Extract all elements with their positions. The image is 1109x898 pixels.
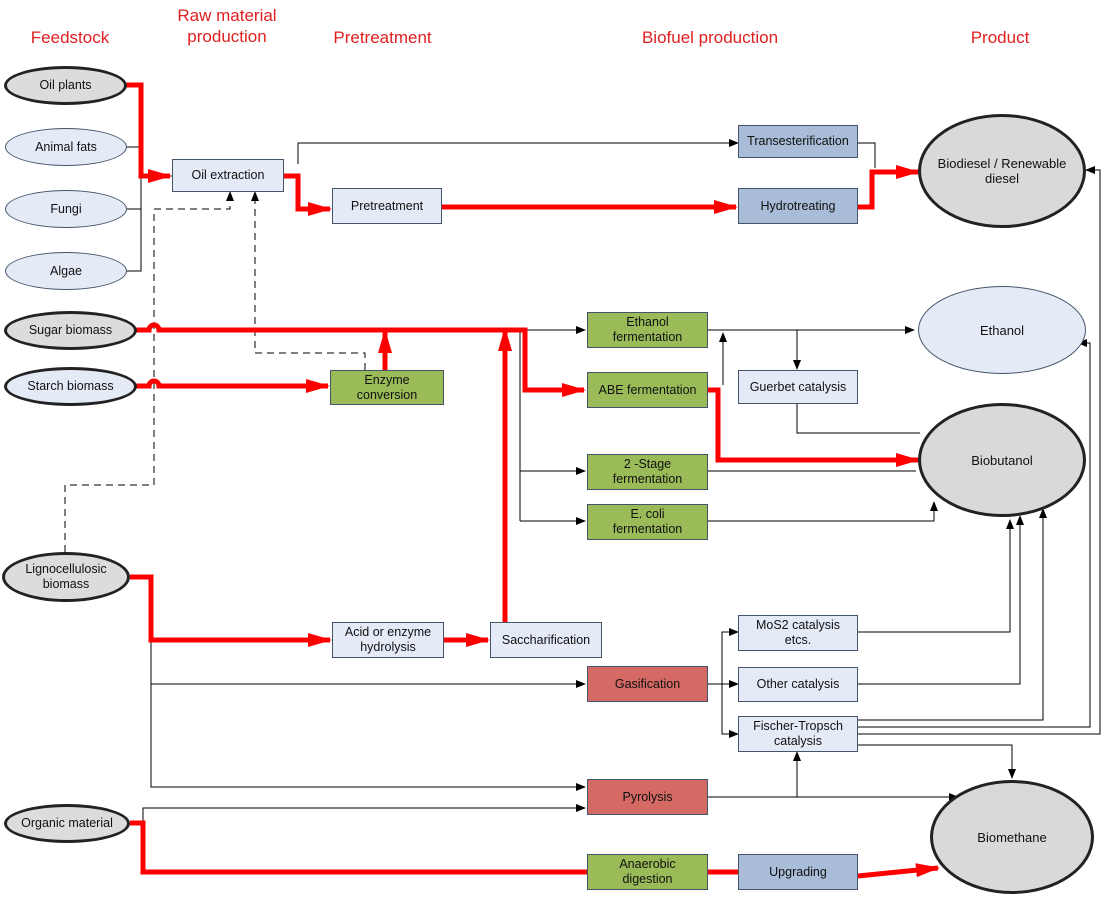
product-biomethane: Biomethane <box>930 780 1094 894</box>
feedstock-algae: Algae <box>5 252 127 290</box>
feedstock-oil-plants: Oil plants <box>4 66 127 105</box>
process-enzyme-conversion: Enzyme conversion <box>330 370 444 405</box>
process-upgrading: Upgrading <box>738 854 858 890</box>
thin-connectors <box>127 139 1101 823</box>
process-fischer-tropsch-catalysis: Fischer-Tropsch catalysis <box>738 716 858 752</box>
process-pyrolysis: Pyrolysis <box>587 779 708 815</box>
feedstock-sugar-biomass: Sugar biomass <box>4 311 137 350</box>
process-oil-extraction: Oil extraction <box>172 159 284 192</box>
feedstock-animal-fats: Animal fats <box>5 128 127 166</box>
process-gasification: Gasification <box>587 666 708 702</box>
process-hydrotreating: Hydrotreating <box>738 188 858 224</box>
process-two-stage-fermentation: 2 -Stage fermentation <box>587 454 708 490</box>
process-mos2-catalysis: MoS2 catalysis etcs. <box>738 615 858 651</box>
feedstock-organic-material: Organic material <box>4 804 130 843</box>
process-transesterification: Transesterification <box>738 125 858 158</box>
product-biodiesel: Biodiesel / Renewable diesel <box>918 114 1086 228</box>
process-other-catalysis: Other catalysis <box>738 667 858 702</box>
header-biofuel-production: Biofuel production <box>641 28 779 47</box>
header-feedstock: Feedstock <box>30 28 110 47</box>
process-ethanol-fermentation: Ethanol fermentation <box>587 312 708 348</box>
process-pretreatment: Pretreatment <box>332 188 442 224</box>
feedstock-lignocellulosic-biomass: Lignocellulosic biomass <box>2 552 130 602</box>
header-pretreatment: Pretreatment <box>333 28 432 47</box>
process-acid-enzyme-hydrolysis: Acid or enzyme hydrolysis <box>332 622 444 658</box>
header-raw-material: Raw material production <box>177 6 277 46</box>
process-ecoli-fermentation: E. coli fermentation <box>587 504 708 540</box>
feedstock-fungi: Fungi <box>5 190 127 228</box>
product-biobutanol: Biobutanol <box>918 403 1086 517</box>
dashed-connectors <box>64 191 366 552</box>
process-guerbet-catalysis: Guerbet catalysis <box>738 370 858 404</box>
process-saccharification: Saccharification <box>490 622 602 658</box>
feedstock-starch-biomass: Starch biomass <box>4 367 137 406</box>
process-abe-fermentation: ABE fermentation <box>587 372 708 408</box>
product-ethanol: Ethanol <box>918 286 1086 374</box>
main-paths <box>125 82 940 879</box>
header-product: Product <box>970 28 1030 47</box>
process-anaerobic-digestion: Anaerobic digestion <box>587 854 708 890</box>
